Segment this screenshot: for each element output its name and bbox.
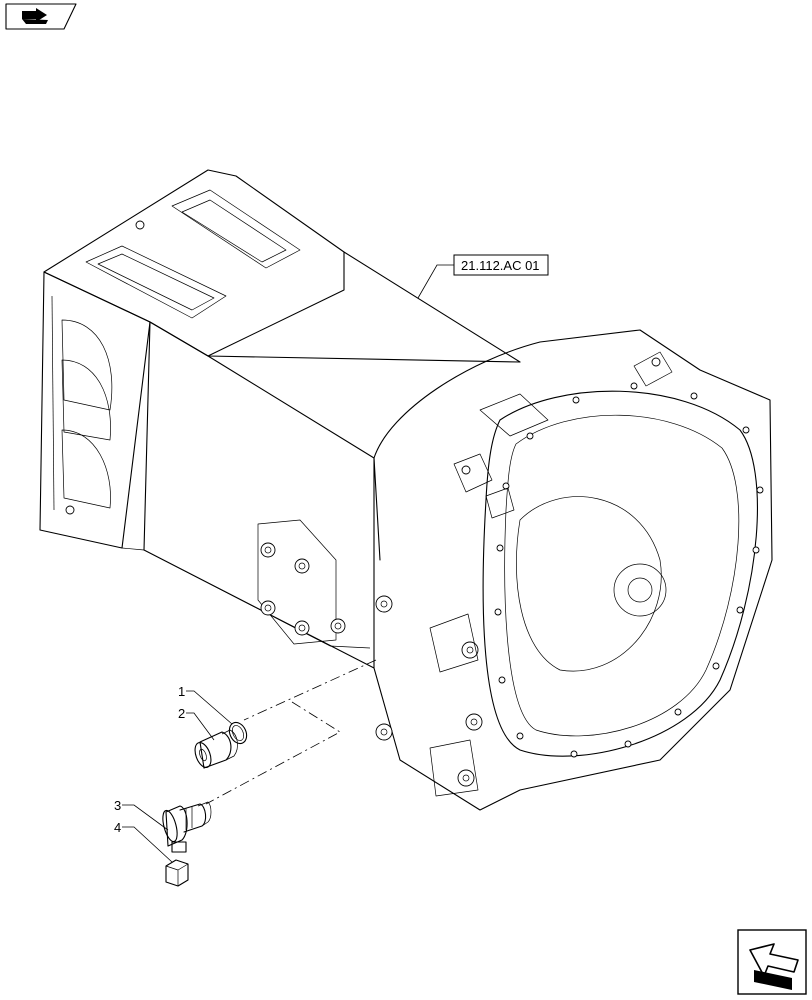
callout-4: 4 <box>114 820 173 863</box>
assembly-line-2 <box>205 701 341 805</box>
callout-2: 2 <box>178 706 215 741</box>
banjo-fitting <box>162 801 212 853</box>
svg-text:3: 3 <box>114 798 121 813</box>
reference-label-text: 21.112.AC 01 <box>461 258 540 273</box>
svg-text:4: 4 <box>114 820 121 835</box>
reference-label: 21.112.AC 01 <box>417 254 549 299</box>
callout-1: 1 <box>178 684 233 725</box>
nut <box>165 859 189 887</box>
o-ring <box>228 721 248 745</box>
plug <box>194 729 238 769</box>
svg-text:2: 2 <box>178 706 185 721</box>
svg-text:1: 1 <box>178 684 185 699</box>
assembly-line-1 <box>243 659 377 721</box>
book-with-arrow-icon[interactable] <box>5 3 77 30</box>
transmission-housing <box>39 169 773 811</box>
previous-page-arrow-icon[interactable] <box>737 929 807 995</box>
callout-3: 3 <box>114 798 169 831</box>
